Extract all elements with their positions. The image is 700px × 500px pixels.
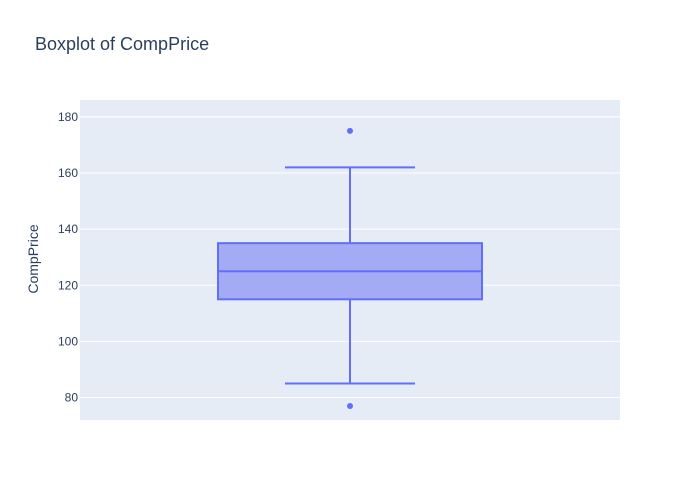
y-tick-label-140: 140 — [58, 222, 78, 236]
y-tick-label-180: 180 — [58, 110, 78, 124]
y-tick-label-160: 160 — [58, 166, 78, 180]
outlier-point-0[interactable] — [347, 402, 353, 409]
chart-title: Boxplot of CompPrice — [35, 34, 209, 54]
box-trace[interactable] — [217, 127, 483, 409]
y-axis-title: CompPrice — [25, 224, 41, 293]
y-axis-ticks: 80 100 120 140 160 180 — [58, 110, 78, 405]
y-tick-label-100: 100 — [58, 334, 78, 348]
y-tick-label-120: 120 — [58, 278, 78, 292]
y-tick-label-80: 80 — [65, 391, 79, 405]
outlier-point-1[interactable] — [347, 127, 353, 134]
